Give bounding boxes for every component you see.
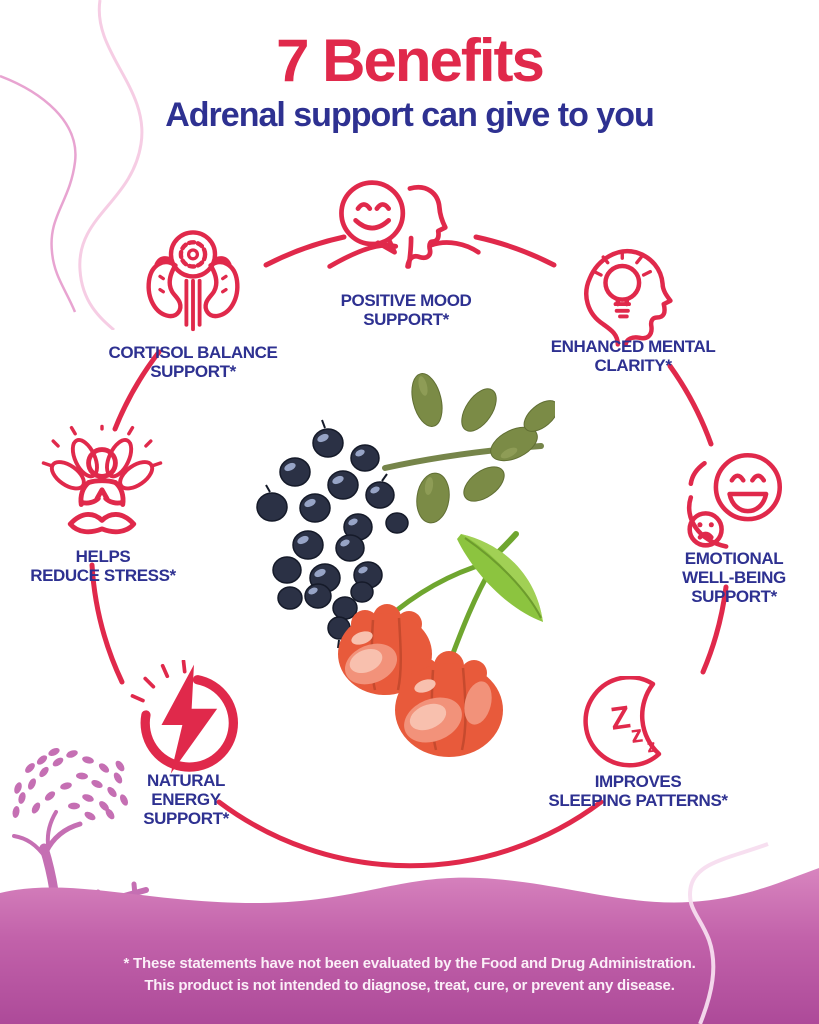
- label-positive-mood-support: POSITIVE MOOD SUPPORT*: [341, 291, 472, 329]
- lightning-bolt-circle-icon: [128, 660, 246, 776]
- label-line: CORTISOL BALANCE: [108, 343, 278, 362]
- wave-shape: [0, 868, 819, 1024]
- label-line: SLEEPING PATTERNS*: [548, 791, 728, 810]
- disclaimer-line-2: This product is not intended to diagnose…: [144, 976, 675, 994]
- label-emotional-well-being: EMOTIONAL WELL-BEING SUPPORT*: [682, 549, 786, 606]
- label-enhanced-mental-clarity: ENHANCED MENTAL CLARITY*: [551, 337, 716, 375]
- zzz-letter-2: z: [629, 721, 645, 749]
- label-line: SUPPORT*: [691, 587, 777, 606]
- footer-wave: [0, 748, 819, 1024]
- label-line: NATURAL: [146, 771, 226, 790]
- zzz-letter-3: z: [645, 736, 657, 757]
- fda-disclaimer: * These statements have not been evaluat…: [0, 953, 819, 996]
- kidneys-adrenal-gear-icon: [136, 228, 250, 338]
- label-line: POSITIVE MOOD: [340, 291, 472, 310]
- zzz-letter-1: Z: [608, 698, 632, 736]
- label-line: SUPPORT*: [363, 310, 449, 329]
- smiley-speech-bubble-profile-icon: [325, 172, 483, 290]
- page-subtitle: Adrenal support can give to you: [165, 96, 655, 134]
- label-line: REDUCE STRESS*: [30, 566, 176, 585]
- white-squiggle: [688, 842, 769, 1024]
- label-line: CLARITY*: [594, 356, 672, 375]
- page-title: 7 Benefits: [276, 27, 545, 94]
- label-improves-sleeping-patterns: IMPROVES SLEEPING PATTERNS*: [548, 772, 728, 810]
- label-line: SUPPORT*: [150, 362, 236, 381]
- happy-sad-faces-icon: [676, 444, 790, 560]
- crescent-moon-zzz-icon: Z z z: [583, 676, 695, 776]
- label-cortisol-balance-support: CORTISOL BALANCE SUPPORT*: [109, 343, 278, 381]
- label-line: HELPS: [75, 547, 131, 566]
- label-line: IMPROVES: [594, 772, 682, 791]
- label-line: SUPPORT*: [143, 809, 229, 828]
- elderberries-acerola-illustration: [256, 373, 555, 757]
- label-line: ENERGY: [151, 790, 221, 809]
- head-lightbulb-icon: [573, 238, 685, 350]
- disclaimer-line-1: * These statements have not been evaluat…: [123, 955, 696, 972]
- acerola-cherries: [338, 604, 503, 757]
- olive-leaves: [382, 373, 555, 524]
- elderberry-cluster: [256, 419, 409, 649]
- label-helps-reduce-stress: HELPS REDUCE STRESS*: [30, 547, 176, 585]
- meditation-lotus-icon: [36, 424, 168, 546]
- decorative-swirls: [0, 0, 144, 330]
- label-line: WELL-BEING: [682, 568, 786, 587]
- label-line: EMOTIONAL: [684, 549, 784, 568]
- label-natural-energy-support: NATURAL ENERGY SUPPORT*: [143, 771, 229, 828]
- tree-leaves: [12, 748, 128, 821]
- label-line: ENHANCED MENTAL: [550, 337, 716, 356]
